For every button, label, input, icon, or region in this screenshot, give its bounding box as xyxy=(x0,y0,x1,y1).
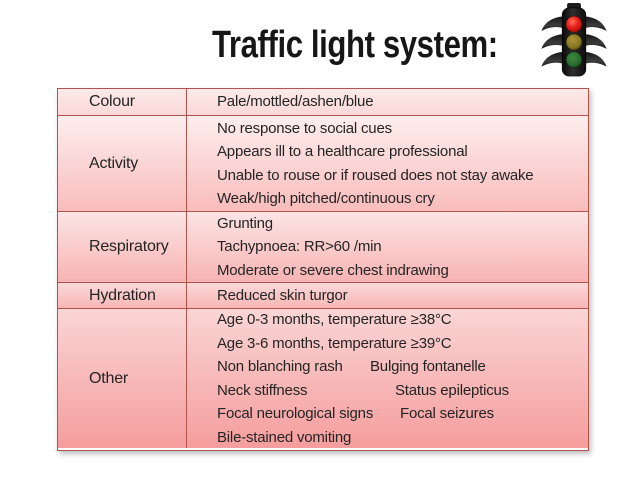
row-values: No response to social cues Appears ill t… xyxy=(187,116,588,211)
criterion-text: Reduced skin turgor xyxy=(217,286,348,304)
table-row-colour: Colour Pale/mottled/ashen/blue xyxy=(58,89,588,115)
row-label: Activity xyxy=(58,116,187,211)
criterion-text: Tachypnoea: RR>60 /min xyxy=(217,238,382,256)
row-values: Reduced skin turgor xyxy=(187,283,588,308)
table-row-activity: Activity No response to social cues Appe… xyxy=(58,115,588,211)
criterion-text: Unable to rouse or if roused does not st… xyxy=(217,166,534,184)
table-row-hydration: Hydration Reduced skin turgor xyxy=(58,282,588,308)
page-title: Traffic light system: xyxy=(212,24,498,66)
traffic-light-icon xyxy=(541,3,607,77)
criterion-text: Non blanching rash Bulging fontanelle xyxy=(217,355,588,379)
criterion-text-left: Non blanching rash xyxy=(217,358,343,375)
criterion-text: Moderate or severe chest indrawing xyxy=(217,261,449,279)
table-row-respiratory: Respiratory Grunting Tachypnoea: RR>60 /… xyxy=(58,211,588,282)
criterion-text: Age 0-3 months, temperature ≥38°C xyxy=(217,311,452,328)
criterion-text: Appears ill to a healthcare professional xyxy=(217,143,468,160)
row-label: Other xyxy=(58,309,187,448)
criterion-text: Bile-stained vomiting xyxy=(217,428,352,446)
table-row-other: Other Age 0-3 months, temperature ≥38°C … xyxy=(58,308,588,448)
row-label: Colour xyxy=(58,89,187,115)
criterion-text: Age 3-6 months, temperature ≥39°C xyxy=(217,334,452,352)
criterion-text: Pale/mottled/ashen/blue xyxy=(217,93,374,111)
criteria-table: Colour Pale/mottled/ashen/blue Activity … xyxy=(57,88,589,451)
criterion-text-right: Bulging fontanelle xyxy=(370,358,486,375)
criterion-text-right: Status epilepticus xyxy=(395,381,509,399)
row-values: Age 0-3 months, temperature ≥38°C Age 3-… xyxy=(187,309,588,448)
criterion-text-left: Neck stiffness xyxy=(217,381,308,399)
criterion-text: Grunting xyxy=(217,214,273,232)
criterion-text: Weak/high pitched/continuous cry xyxy=(217,190,435,207)
criterion-text: Neck stiffness Status epilepticus xyxy=(217,379,588,403)
row-label: Respiratory xyxy=(58,212,187,282)
row-values: Pale/mottled/ashen/blue xyxy=(187,89,588,115)
criterion-text: Focal neurological signs Focal seizures xyxy=(217,402,588,426)
row-values: Grunting Tachypnoea: RR>60 /min Moderate… xyxy=(187,212,588,282)
criterion-text-left: Focal neurological signs xyxy=(217,405,374,422)
criterion-text: No response to social cues xyxy=(217,119,392,137)
criterion-text-right: Focal seizures xyxy=(400,405,494,422)
row-label: Hydration xyxy=(58,283,187,308)
